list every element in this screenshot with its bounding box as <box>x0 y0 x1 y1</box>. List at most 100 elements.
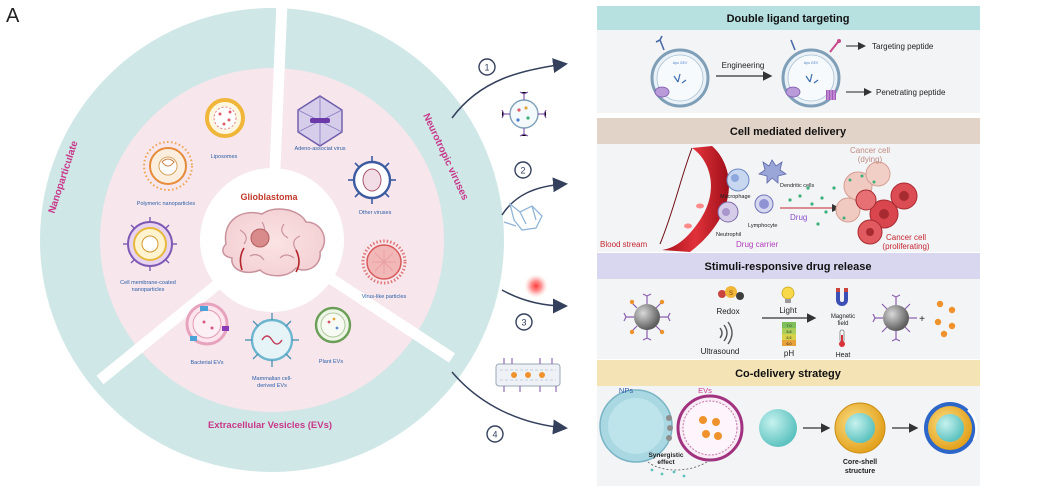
ph-scale-1: 7.0 <box>787 324 792 328</box>
coated-core-shell-icon <box>924 402 978 454</box>
mammalian-ev-icon <box>245 313 299 367</box>
cancer-prolif-label-2: (proliferating) <box>882 242 929 251</box>
step-1-number: 1 <box>484 63 489 73</box>
ligand-vesicle-icon <box>501 91 547 137</box>
plus-sign: + <box>919 314 925 325</box>
vlp-icon <box>361 239 407 285</box>
membrane-coated-nanoparticle-icon <box>123 217 177 271</box>
cancer-dying-label-1: Cancer cell <box>850 146 890 155</box>
bacterial-ev-icon <box>185 302 229 346</box>
nanotube-icon <box>495 358 561 392</box>
panel-cell-mediated: Cell mediated delivery Blood stream Macr… <box>597 118 980 252</box>
np-sphere-icon <box>599 389 673 463</box>
macrophage-label: Macrophage <box>720 194 751 200</box>
step-2-marker <box>514 161 532 179</box>
nanoparticle-loaded-icon <box>623 293 671 341</box>
panel-3-title: Stimuli-responsive drug release <box>705 261 872 273</box>
panel-1-header <box>597 6 980 30</box>
label-vlp: Virus-like particles <box>362 294 407 300</box>
ultrasound-icon <box>719 321 733 345</box>
nps-label: NPs <box>619 386 633 395</box>
drug-particles <box>788 186 836 226</box>
blood-stream-label: Blood stream <box>600 240 647 249</box>
coreshell-label-1: Core-shell <box>843 459 877 466</box>
panel-double-ligand: Double ligand targeting Apo GEV Engineer… <box>597 6 980 113</box>
drug-carrier-label: Drug carrier <box>736 240 779 249</box>
magnetic-label-2: field <box>837 321 848 327</box>
nanoparticle-released-icon <box>872 294 917 342</box>
step-3-marker <box>515 313 533 331</box>
light-glow-icon <box>524 274 548 298</box>
heat-label: Heat <box>836 352 851 359</box>
engineering-label: Engineering <box>722 61 765 70</box>
label-liposomes: Liposomes <box>211 154 238 160</box>
label-mammalian-evs-2: derived EVs <box>257 383 287 389</box>
synergy-label-2: effect <box>657 459 675 466</box>
core-shell-icon <box>834 402 886 454</box>
step-3-number: 3 <box>521 318 526 328</box>
apo-label-1: Apo GEV <box>673 61 688 65</box>
liposome-icon <box>205 98 245 138</box>
core-sphere-icon <box>759 409 797 447</box>
panel-2-title: Cell mediated delivery <box>730 126 847 138</box>
label-membrane-coated-2: nanoparticles <box>132 287 165 293</box>
coreshell-label-2: structure <box>845 468 875 475</box>
released-drug-icon <box>934 300 956 338</box>
label-other-viruses: Other viruses <box>359 210 392 216</box>
neutrophil-label: Neutrophil <box>716 232 741 238</box>
light-label: Light <box>779 306 797 315</box>
drug-label: Drug <box>790 213 807 222</box>
label-plant-evs: Plant EVs <box>319 359 343 365</box>
panel-2-header <box>597 118 980 144</box>
panel-letter: A <box>6 5 20 27</box>
ph-scale-3: 6.5 <box>787 336 792 340</box>
other-virus-icon <box>348 156 396 204</box>
step-2-number: 2 <box>520 166 525 176</box>
label-polymeric: Polymeric nanoparticles <box>137 201 196 207</box>
brain-icon <box>222 208 326 277</box>
label-aav: Adeno-associat virus <box>294 146 345 152</box>
center-title: Glioblastoma <box>240 192 298 202</box>
vesicle-before-icon <box>650 35 710 108</box>
cancer-prolif-label-1: Cancer cell <box>886 233 926 242</box>
penetrating-peptide-label: Penetrating peptide <box>876 88 946 97</box>
evs-label: EVs <box>698 386 712 395</box>
redox-icon: S <box>718 286 744 300</box>
cancer-dying-label-2: (dying) <box>858 155 883 164</box>
panel-stimuli-responsive: Stimuli-responsive drug release S Redox … <box>597 253 980 359</box>
step-1-marker <box>478 58 496 76</box>
immune-cells-icon <box>717 159 787 223</box>
targeting-peptide-label: Targeting peptide <box>872 42 934 51</box>
sector-title-evs: Extracellular Vesicles (EVs) <box>208 420 332 431</box>
panel-co-delivery: Co-delivery strategy NPs EVs Synergistic… <box>597 360 980 486</box>
panel-4-title: Co-delivery strategy <box>735 368 842 380</box>
thermometer-icon <box>839 329 845 347</box>
label-bacterial-evs: Bacterial EVs <box>190 360 223 366</box>
panel-1-title: Double ligand targeting <box>727 13 850 25</box>
step-connectors: 1 2 3 4 <box>451 58 568 443</box>
cancer-cells-icon <box>835 161 918 245</box>
polymeric-nanoparticle-icon <box>143 141 193 191</box>
wheel: Glioblastoma Nanoparticulate Neurotropic… <box>40 1 504 472</box>
light-bulb-icon <box>781 286 795 303</box>
synergy-curve <box>647 459 711 471</box>
apo-label-2: Apo GEV <box>804 61 819 65</box>
ph-strip-icon: 7.0 6.8 6.5 6.0 <box>782 322 796 346</box>
svg-text:S: S <box>729 291 733 297</box>
magnet-icon <box>836 288 848 306</box>
ultrasound-label: Ultrasound <box>701 347 740 356</box>
panel-3-header <box>597 253 980 279</box>
ph-scale-2: 6.8 <box>787 330 792 334</box>
step-4-number: 4 <box>492 430 497 440</box>
plant-ev-icon <box>314 306 352 344</box>
step-4-marker <box>486 425 504 443</box>
magnetic-label-1: Magnetic <box>831 314 855 320</box>
panel-4-header <box>597 360 980 386</box>
aav-icon <box>297 95 343 147</box>
ev-sphere-icon <box>676 394 744 462</box>
lymphocyte-label: Lymphocyte <box>748 223 777 229</box>
synergy-dots <box>650 468 686 478</box>
dendritic-label: Dendritic cells <box>780 183 814 189</box>
vesicle-after-icon <box>781 39 841 108</box>
